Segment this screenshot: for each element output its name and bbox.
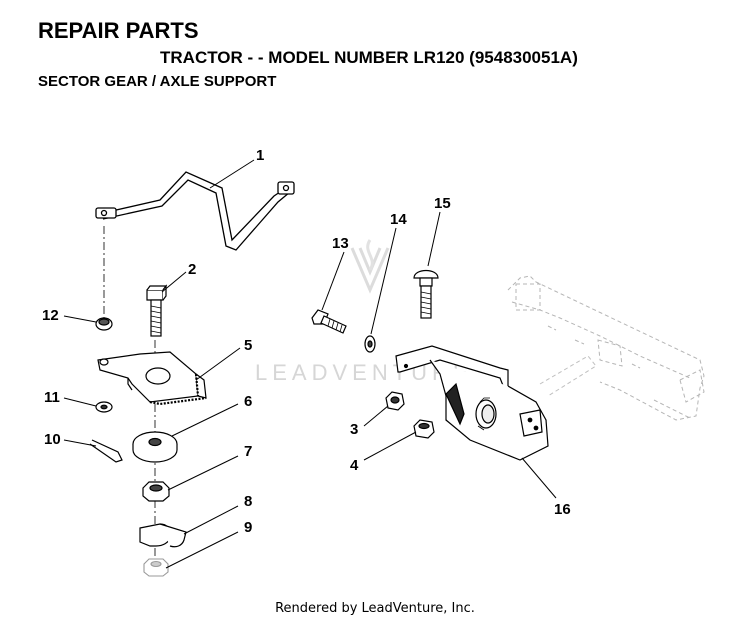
leader-lines xyxy=(63,159,557,569)
part-4-nut xyxy=(413,419,435,439)
callout-8: 8 xyxy=(244,493,252,510)
callout-15: 15 xyxy=(434,195,451,212)
part-8-clamp xyxy=(139,523,187,548)
callout-9: 9 xyxy=(244,519,252,536)
callout-5: 5 xyxy=(244,337,252,354)
part-1-drag-link xyxy=(95,171,295,251)
callout-4: 4 xyxy=(350,457,359,474)
part-16-axle-support xyxy=(395,345,549,461)
section-title: SECTOR GEAR / AXLE SUPPORT xyxy=(38,73,277,90)
page-title: REPAIR PARTS xyxy=(38,18,199,43)
callout-7: 7 xyxy=(244,443,252,460)
part-12-nut xyxy=(95,317,113,331)
callout-6: 6 xyxy=(244,393,252,410)
part-15-carriage-bolt xyxy=(413,269,439,319)
callout-2: 2 xyxy=(188,261,196,278)
callout-10: 10 xyxy=(44,431,61,448)
part-5-sector-gear xyxy=(97,351,207,406)
part-14-washer xyxy=(364,335,376,353)
footer-credit: Rendered by LeadVenture, Inc. xyxy=(275,601,475,616)
part-10-cotter-pin xyxy=(89,439,123,463)
callout-3: 3 xyxy=(350,421,358,438)
callout-14: 14 xyxy=(390,211,407,228)
callout-1: 1 xyxy=(256,147,264,164)
watermark-text: LEADVENTURE xyxy=(255,360,473,385)
callout-16: 16 xyxy=(554,501,571,518)
part-2-bolt xyxy=(146,284,168,337)
part-6-spacer xyxy=(132,431,178,463)
part-9-nut xyxy=(143,558,169,577)
part-7-nut xyxy=(142,481,170,502)
part-3-nut xyxy=(385,391,405,411)
watermark-logo xyxy=(350,239,390,294)
part-13-bolt xyxy=(311,309,347,334)
model-subtitle: TRACTOR - - MODEL NUMBER LR120 (95483005… xyxy=(160,48,578,67)
callout-12: 12 xyxy=(42,307,59,324)
callout-11: 11 xyxy=(44,389,60,406)
ghost-front-axle xyxy=(507,275,705,421)
callout-13: 13 xyxy=(332,235,349,252)
part-11-washer xyxy=(95,401,113,413)
